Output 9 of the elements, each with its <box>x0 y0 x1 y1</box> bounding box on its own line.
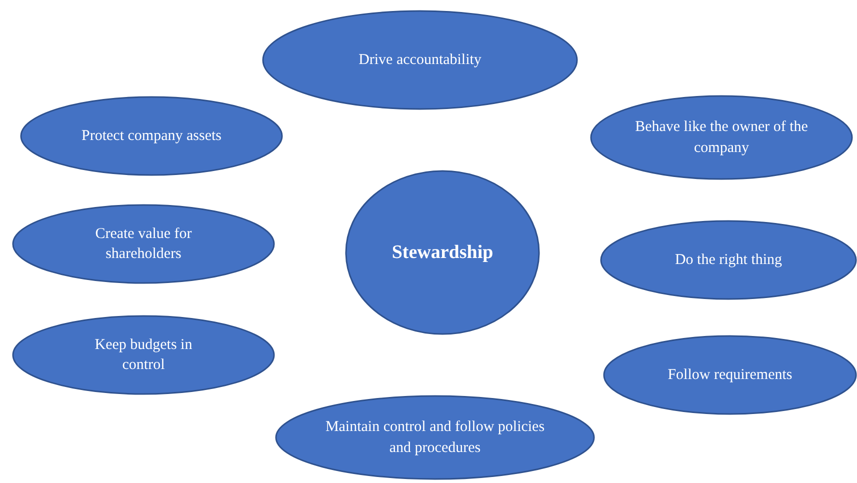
node-label: Protect company assets <box>82 126 222 146</box>
node-label: Maintain control and follow policies and procedures <box>324 418 546 458</box>
node-label: Do the right thing <box>674 250 782 270</box>
node-label: Behave like the owner of the company <box>634 118 809 158</box>
node-label: Create value for shareholders <box>94 224 193 264</box>
node-label: Drive accountability <box>358 50 482 70</box>
node-label: Keep budgets in control <box>94 336 194 375</box>
node-label: Follow requirements <box>668 366 792 385</box>
node-label: Stewardship <box>392 240 494 265</box>
